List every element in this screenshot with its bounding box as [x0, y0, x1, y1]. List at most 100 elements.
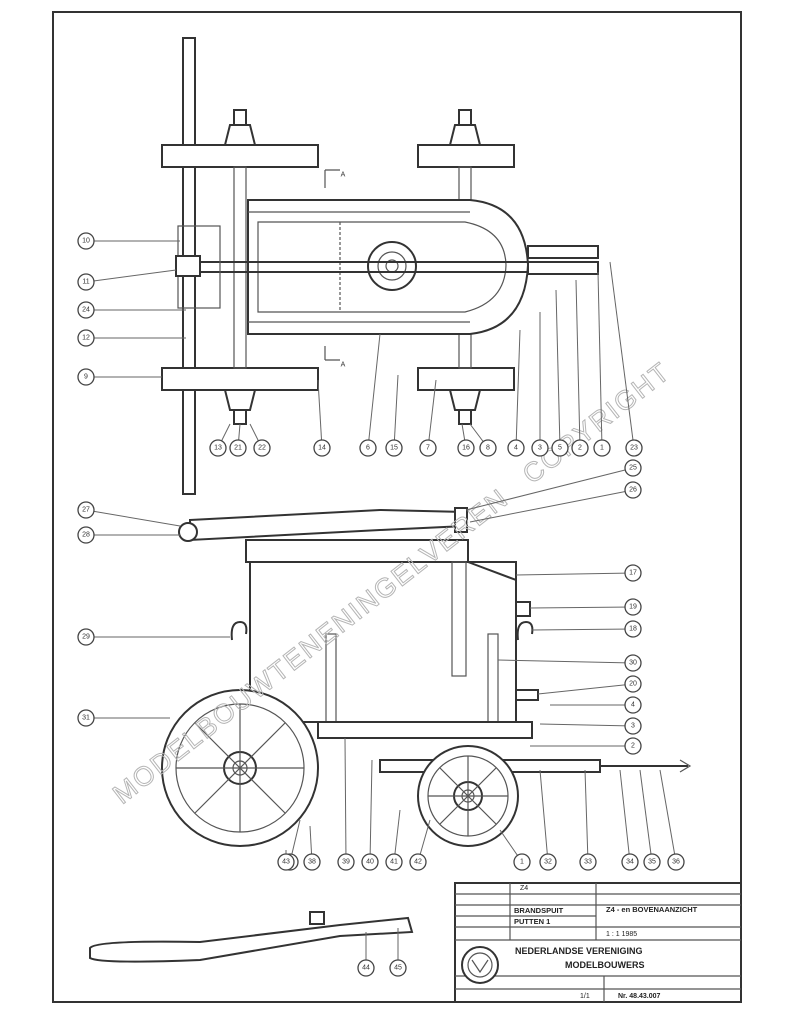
callout-number: 35	[648, 859, 656, 866]
callout-number: 34	[626, 859, 634, 866]
top-view: A A	[161, 37, 599, 495]
callout-leader	[497, 659, 634, 664]
callout-bubble	[77, 301, 95, 319]
callout-leader	[393, 809, 401, 863]
callout-leader	[515, 329, 521, 449]
callout-leader	[369, 759, 373, 863]
callout-bubble	[77, 273, 95, 291]
callout-bubble	[303, 853, 321, 871]
callout-leader	[531, 628, 634, 631]
drawing-border	[52, 11, 742, 1003]
callout-bubble	[507, 439, 525, 457]
callout-number: 4	[631, 702, 635, 709]
title-block-scale: 1 : 1 1985	[606, 931, 637, 938]
callout-leader	[367, 333, 381, 449]
nvm-logo	[461, 946, 499, 984]
watermark-line-3: COPYRIGHT	[517, 356, 676, 490]
callout-bubble	[624, 696, 642, 714]
callout-number: 45	[394, 965, 402, 972]
callout-bubble	[513, 853, 531, 871]
callout-number: 42	[414, 859, 422, 866]
title-block-location: PUTTEN 1	[514, 917, 550, 926]
callout-leader	[539, 723, 634, 727]
title-block-code: Z4	[520, 885, 528, 892]
callout-bubble	[385, 853, 403, 871]
callout-number: 24	[82, 307, 90, 314]
callout-number: 32	[544, 859, 552, 866]
callout-bubble	[77, 368, 95, 386]
title-block: Z4 Z4 - en BOVENAANZICHT BRANDSPUIT PUTT…	[454, 882, 742, 1003]
callout-bubble	[337, 853, 355, 871]
callout-number: 13	[214, 445, 222, 452]
section-mark-a: A	[341, 172, 346, 179]
callout-number: 2	[578, 445, 582, 452]
callout-number: 7	[426, 445, 430, 452]
callout-leader	[465, 467, 634, 511]
callout-number: 31	[82, 715, 90, 722]
callout-leader	[85, 509, 181, 527]
title-block-object: BRANDSPUIT	[514, 906, 564, 915]
callout-leader	[393, 374, 399, 449]
callout-leader	[555, 289, 561, 449]
callout-number: 41	[390, 859, 398, 866]
callout-leader	[539, 769, 549, 863]
callout-leader	[619, 769, 631, 863]
callout-number: 1	[600, 445, 604, 452]
callout-bubble	[313, 439, 331, 457]
callout-bubble	[624, 654, 642, 672]
callout-number: 1	[520, 859, 524, 866]
callout-leader	[659, 769, 677, 863]
callout-bubble	[643, 853, 661, 871]
callout-bubble	[531, 439, 549, 457]
callout-bubble	[479, 439, 497, 457]
callout-bubble	[359, 439, 377, 457]
callout-number: 15	[390, 445, 398, 452]
callout-bubble	[551, 439, 569, 457]
callout-number: 3	[538, 445, 542, 452]
callout-leader	[427, 379, 437, 449]
callout-leader	[609, 261, 635, 449]
callout-number: 29	[82, 634, 90, 641]
callout-bubble	[624, 564, 642, 582]
callout-leader	[575, 279, 581, 449]
callout-bubble	[621, 853, 639, 871]
callout-bubble	[593, 439, 611, 457]
callout-leader	[639, 769, 653, 863]
callout-number: 22	[258, 445, 266, 452]
callout-bubble	[624, 675, 642, 693]
callout-bubble	[624, 737, 642, 755]
callout-leader	[537, 683, 634, 695]
callout-leader	[469, 489, 634, 523]
callout-leader	[85, 269, 177, 283]
callout-bubble	[357, 959, 375, 977]
side-view	[161, 507, 692, 847]
callout-bubble	[253, 439, 271, 457]
callout-number: 23	[630, 445, 638, 452]
callout-number: 2	[631, 743, 635, 750]
callout-number: 3	[631, 723, 635, 730]
callout-bubble	[624, 459, 642, 477]
callout-bubble	[77, 232, 95, 250]
section-mark-a: A	[341, 362, 346, 369]
callout-number: 20	[629, 681, 637, 688]
callout-number: 6	[366, 445, 370, 452]
callout-number: 18	[629, 626, 637, 633]
callout-bubble	[625, 439, 643, 457]
title-block-org-2: MODELBOUWERS	[565, 960, 645, 970]
callout-leader	[529, 606, 634, 609]
callout-bubble	[539, 853, 557, 871]
callout-bubble	[361, 853, 379, 871]
callout-number: 40	[366, 859, 374, 866]
title-block-number: Nr. 48.43.007	[618, 993, 661, 1000]
tow-bar	[89, 911, 414, 963]
callout-bubble	[77, 329, 95, 347]
callout-bubble	[624, 481, 642, 499]
callout-number: 26	[629, 487, 637, 494]
callout-leader	[344, 737, 347, 863]
callout-bubble	[229, 439, 247, 457]
callout-number: 38	[308, 859, 316, 866]
callout-number: 10	[82, 238, 90, 245]
callout-bubble	[409, 853, 427, 871]
callout-bubble	[77, 628, 95, 646]
